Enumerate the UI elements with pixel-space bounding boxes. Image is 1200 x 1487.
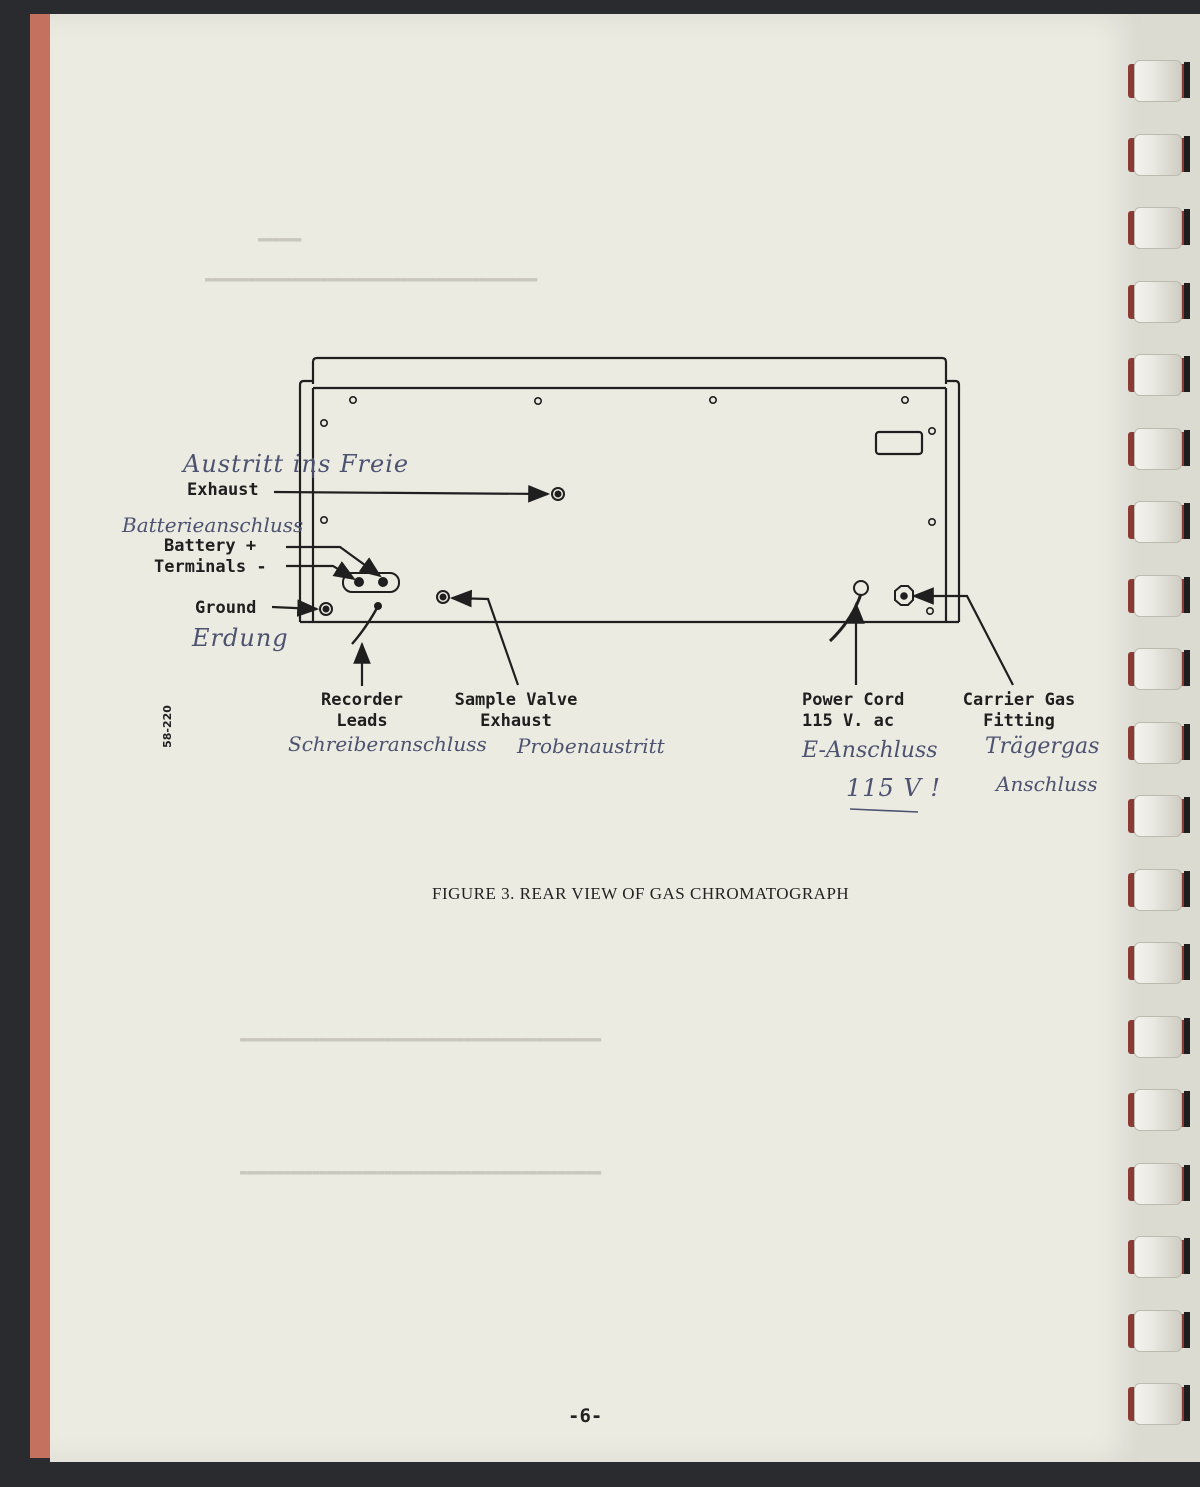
top-cover-outline xyxy=(311,356,948,384)
binding-ring xyxy=(1128,648,1192,690)
handwritten-power-2: 115 V ! xyxy=(846,774,942,802)
battery-plus-leader xyxy=(286,545,382,578)
bleed-through-text: ▬▬▬▬▬▬▬▬▬▬▬▬▬▬▬▬▬▬▬▬▬▬▬▬▬▬▬▬▬▬▬▬▬▬▬▬▬▬▬▬… xyxy=(205,272,538,286)
power-line-1: Power Cord xyxy=(802,690,905,710)
bleed-through-text: ▬▬▬▬▬▬▬▬▬▬▬▬▬▬▬▬▬▬▬▬▬▬▬▬▬▬▬▬▬▬▬▬▬▬▬▬▬▬▬▬… xyxy=(240,1032,602,1046)
handwritten-power-1: E-Anschluss xyxy=(802,738,938,763)
handwritten-exhaust: Austritt ins Freie xyxy=(183,450,410,478)
sample-line-2: Exhaust xyxy=(480,711,552,731)
binding-ring xyxy=(1128,60,1192,102)
binding-ring xyxy=(1128,1089,1192,1131)
carrier-gas-leader xyxy=(911,587,1014,686)
sample-line-1: Sample Valve xyxy=(454,690,578,710)
screw xyxy=(319,515,328,524)
binding-ring xyxy=(1128,1162,1192,1205)
drawing-number: 58-220 xyxy=(160,705,174,748)
binding-ring xyxy=(1128,1236,1192,1278)
sample-valve-leader xyxy=(449,589,520,686)
exhaust-leader xyxy=(273,485,551,503)
binding-ring xyxy=(1128,1309,1192,1352)
binding-ring xyxy=(1128,280,1192,323)
recorder-line-2: Leads xyxy=(336,711,388,731)
binding-ring xyxy=(1128,501,1192,543)
recorder-leads-label: Recorder Leads xyxy=(302,690,422,732)
binding-ring xyxy=(1128,1383,1192,1425)
battery-label: Battery + xyxy=(164,536,257,556)
hand-underline xyxy=(849,808,919,813)
screw xyxy=(708,395,717,404)
ground-leader xyxy=(271,599,320,617)
binding-ring xyxy=(1128,942,1192,984)
binding-ring xyxy=(1128,795,1192,837)
handwritten-sample: Probenaustritt xyxy=(517,734,665,758)
recorder-line-1: Recorder xyxy=(321,690,403,710)
binding-ring xyxy=(1128,1015,1192,1058)
bleed-through-text: ▬▬▬▬▬▬ xyxy=(258,232,302,246)
handwritten-recorder: Schreiberanschluss xyxy=(288,732,487,756)
carrier-line-2: Fitting xyxy=(983,711,1055,731)
sample-valve-exhaust-label: Sample Valve Exhaust xyxy=(440,690,592,732)
power-cord-gland xyxy=(853,580,869,596)
handwritten-carrier-1: Trägergas xyxy=(985,734,1100,759)
bleed-through-text: ▬▬▬▬▬▬▬▬▬▬▬▬▬▬▬▬▬▬▬▬▬▬▬▬▬▬▬▬▬▬▬▬▬▬▬▬▬▬▬▬… xyxy=(240,1165,602,1179)
screw xyxy=(925,606,934,615)
recorder-leads-cable xyxy=(351,607,379,645)
binding-ring xyxy=(1128,354,1192,396)
handwritten-battery: Batterieanschluss xyxy=(122,513,304,537)
power-cord-label: Power Cord 115 V. ac xyxy=(802,690,904,732)
battery-minus-leader xyxy=(286,561,356,581)
terminals-label: Terminals - xyxy=(154,557,267,577)
screw xyxy=(319,418,328,427)
carrier-line-1: Carrier Gas xyxy=(962,690,1076,710)
carrier-gas-label: Carrier Gas Fitting xyxy=(944,690,1094,732)
power-line-2: 115 V. ac xyxy=(802,711,895,731)
binding-ring xyxy=(1128,427,1192,470)
document-page xyxy=(50,14,1142,1462)
figure-caption: FIGURE 3. REAR VIEW OF GAS CHROMATOGRAPH xyxy=(432,884,850,903)
screw xyxy=(533,396,542,405)
left-flange xyxy=(298,379,313,622)
binding-ring xyxy=(1128,721,1192,764)
binding-ring xyxy=(1128,133,1192,176)
screw xyxy=(900,395,909,404)
binding-ring xyxy=(1128,868,1192,911)
ground-label: Ground xyxy=(195,598,257,618)
handwritten-carrier-2: Anschluss xyxy=(996,772,1098,796)
name-plate xyxy=(874,430,924,456)
screw xyxy=(348,395,357,404)
binding-ring xyxy=(1128,574,1192,617)
exhaust-label: Exhaust xyxy=(187,480,259,500)
right-flange xyxy=(946,379,961,622)
battery-terminal-block xyxy=(342,572,400,593)
handwritten-ground: Erdung xyxy=(192,624,289,652)
page-number: -6- xyxy=(568,1405,603,1427)
screw xyxy=(927,426,936,435)
binding-ring xyxy=(1128,207,1192,249)
screw xyxy=(927,517,936,526)
